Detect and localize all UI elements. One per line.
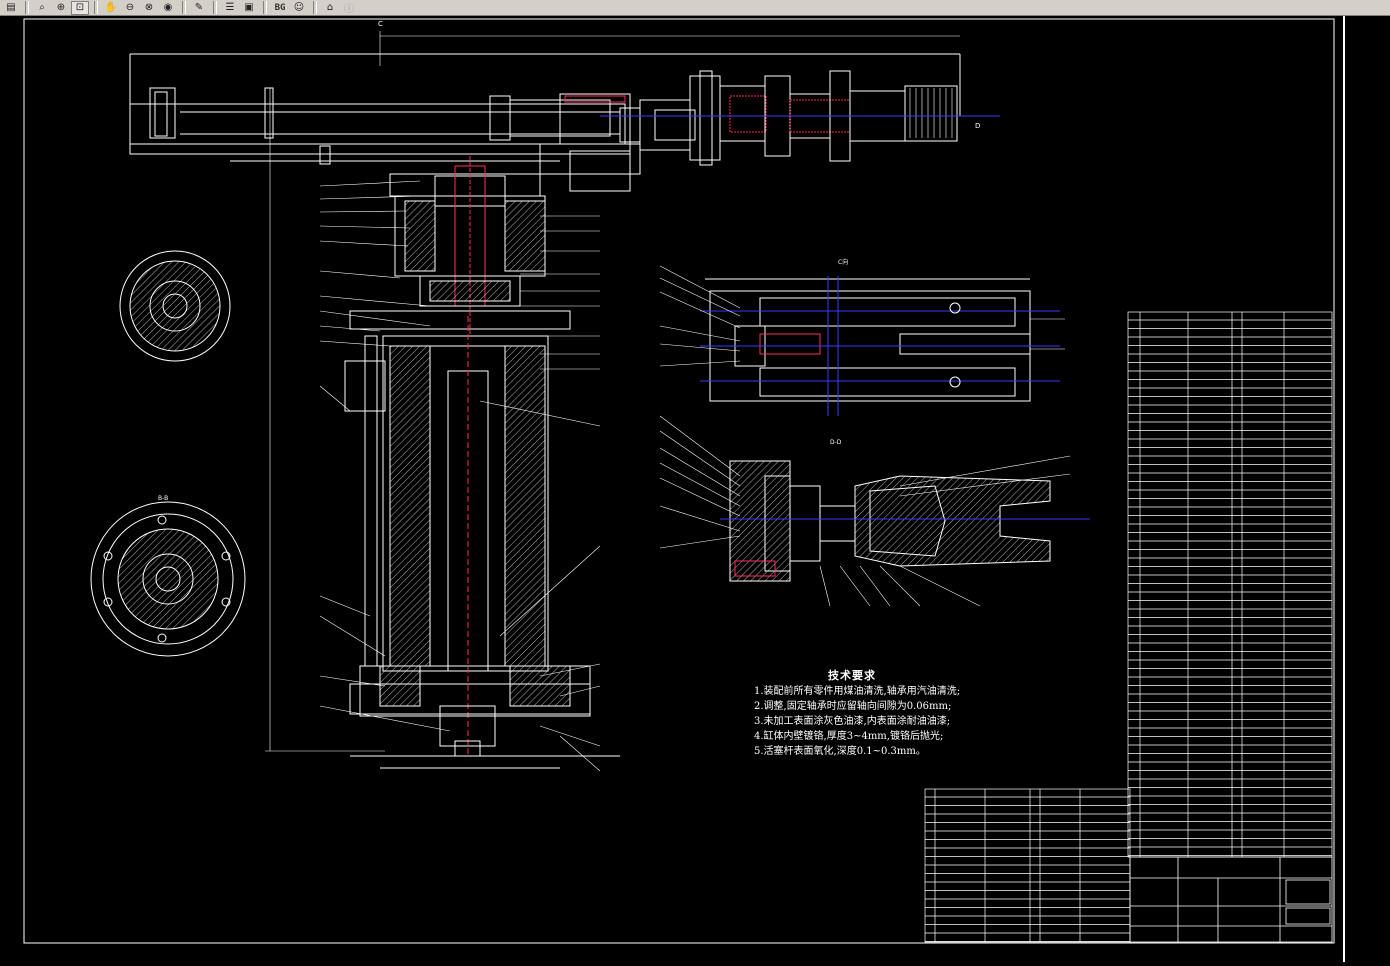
hydraulic-cylinder	[344, 316, 620, 769]
parts-list-table	[1127, 311, 1333, 858]
zoom-window-icon: ⊡	[75, 2, 85, 13]
pencil-icon: ✎	[194, 2, 204, 13]
toolbar-separator	[182, 1, 186, 14]
tech-requirement-1: 1.装配前所有零件用煤油清洗,轴承用汽油清洗;	[754, 686, 961, 697]
window-icon: ▣	[244, 2, 254, 13]
section-mark-d: D	[975, 122, 980, 130]
tech-requirement-5: 5.活塞杆表面氧化,深度0.1~0.3mm。	[754, 746, 926, 757]
section-d-d-label: D-D	[830, 439, 842, 446]
leader-lines	[319, 180, 1071, 772]
toolbar-separator	[25, 1, 29, 14]
view-button[interactable]: ▣	[240, 1, 258, 15]
drawing-frame	[23, 18, 1335, 944]
pan-button[interactable]: ✋	[102, 1, 120, 15]
zoom-prev-icon: ⊖	[125, 2, 135, 13]
properties-button[interactable]: ✎	[190, 1, 208, 15]
print-button[interactable]: ▤	[2, 1, 20, 15]
home-icon: ⌂	[326, 2, 334, 13]
drawing-canvas[interactable]: C C向 B-B D-D D 技术要求 1.装配前所有零件用煤油清洗,轴承用汽油…	[0, 16, 1390, 962]
home-button[interactable]: ⌂	[321, 1, 339, 15]
zoom-in-button[interactable]: ⊕	[52, 1, 70, 15]
toolbar-separator	[313, 1, 317, 14]
zoom-extents-icon: ⊗	[144, 2, 154, 13]
section-mark-c: C	[378, 20, 383, 28]
toolbar-separator	[263, 1, 267, 14]
tech-requirement-2: 2.调整,固定轴承时应留轴向间隙为0.06mm;	[754, 701, 952, 712]
tech-requirements-title: 技术要求	[828, 669, 876, 682]
dimension-lines	[265, 31, 960, 752]
tech-requirement-4: 4.缸体内壁镀铬,厚度3~4mm,镀铬后抛光;	[754, 731, 944, 742]
section-b-b	[90, 501, 246, 657]
toolbar-separator	[213, 1, 217, 14]
printer-icon: ▤	[6, 2, 16, 13]
bg-button[interactable]: BG	[271, 1, 289, 15]
view-c-label: C向	[838, 258, 848, 266]
magnifier-icon: ⌕	[39, 2, 45, 13]
person-icon: ☺	[293, 2, 305, 13]
zoom-in-icon: ⊕	[56, 2, 66, 13]
zoom-prev-button[interactable]: ⊖	[121, 1, 139, 15]
section-d-d	[720, 460, 1090, 582]
cad-toolbar: ▤ ⌕ ⊕ ⊡ ✋ ⊖ ⊗ ◉ ✎ ☰ ▣ BG ☺ ⌂ ⓘ	[0, 0, 1390, 16]
hand-icon: ✋	[104, 2, 118, 13]
layers-icon: ☰	[225, 2, 235, 13]
detail-circle	[119, 250, 231, 362]
find-button[interactable]: ☺	[290, 1, 308, 15]
info-icon: ⓘ	[344, 4, 354, 15]
bg-icon: BG	[274, 2, 286, 13]
upper-arm-assembly	[129, 53, 1000, 192]
globe-icon: ◉	[163, 2, 173, 13]
toolbar-separator	[94, 1, 98, 14]
assembly-drawing: C C向 B-B D-D D	[23, 16, 1345, 962]
regen-button[interactable]: ◉	[159, 1, 177, 15]
title-block	[1129, 856, 1333, 943]
layers-button[interactable]: ☰	[221, 1, 239, 15]
bearing-housing	[349, 156, 571, 336]
zoom-window-button[interactable]: ⊡	[71, 0, 89, 15]
tech-requirement-3: 3.未加工表面涂灰色油漆,内表面涂耐油油漆;	[754, 716, 951, 727]
info-button: ⓘ	[340, 1, 358, 15]
section-b-b-label: B-B	[158, 495, 168, 502]
view-c	[700, 276, 1060, 416]
zoom-extents-button[interactable]: ⊗	[140, 1, 158, 15]
parts-list-table-bottom	[924, 788, 1131, 943]
zoom-button[interactable]: ⌕	[33, 1, 51, 15]
